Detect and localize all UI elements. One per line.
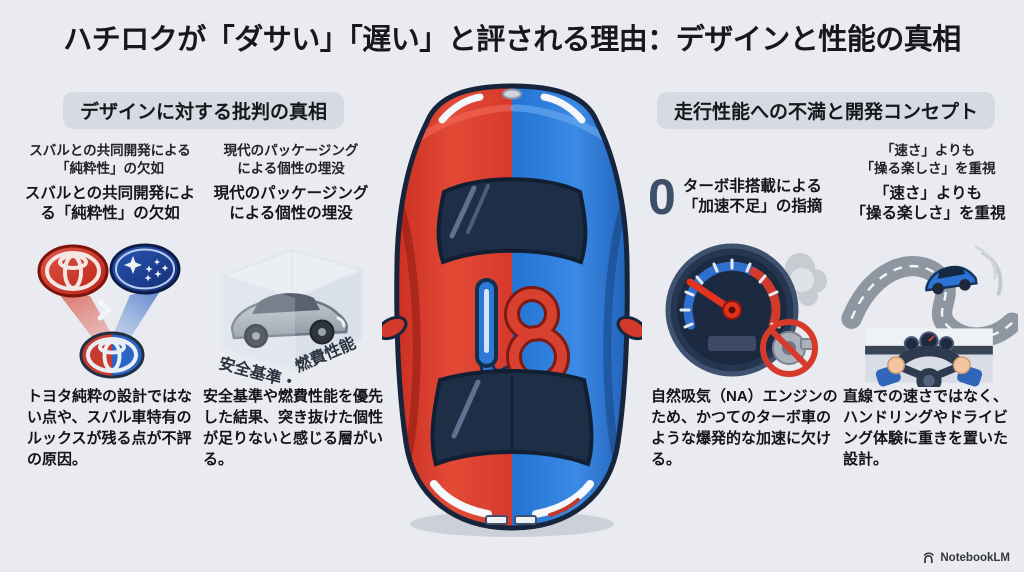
explanation-text: 直線での速さではなく、ハンドリングやドライビング体験に重きを置いた設計。 [843, 388, 1009, 468]
split-color-car-top-view [382, 83, 642, 537]
claim-text-bold: 現代のパッケージング による個性の埋没 [213, 185, 369, 223]
toyota-subaru-merge-icon [37, 243, 181, 379]
claim-text-bold: ターボ非搭載による 「加速不足」の指摘 [682, 177, 823, 215]
speedometer-no-turbo-icon [665, 243, 827, 377]
notebooklm-logo-icon [923, 552, 935, 563]
column-no-turbo: 0 ターボ非搭載による 「加速不足」の指摘 [646, 140, 842, 564]
section-header-performance: 走行性能への不満と開発コンセプト [657, 92, 996, 129]
column-modern-packaging: 現代のパッケージング による個性の埋没 現代のパッケージング による個性の埋没 [198, 140, 384, 564]
claim-text-bold: スバルとの共同開発によ る「純粋性」の欠如 [24, 185, 196, 223]
section-header-design: デザインに対する批判の真相 [63, 92, 345, 129]
no-turbo-badge-icon [760, 319, 818, 377]
explanation-text: 安全基準や燃費性能を優先した結果、突き抜けた個性が足りないと感じる層がいる。 [203, 388, 384, 468]
page-title: ハチロクが「ダサい」「遅い」と評される理由：デザインと性能の真相 [63, 24, 961, 56]
explanation-text: トヨタ純粋の設計ではない点や、スバル車特有のルックスが残る点が不評の原因。 [27, 388, 193, 468]
driver-hands [875, 356, 983, 387]
winding-road-steering-icon [841, 245, 1018, 387]
explosion-cloud-icon [777, 253, 827, 306]
watermark: NotebookLM [922, 551, 1010, 564]
column-subaru-codevelopment: スバルとの共同開発による 「純粋性」の欠如 スバルとの共同開発によ る「純粋性」… [22, 140, 198, 564]
watermark-label: NotebookLM [940, 551, 1010, 564]
explanation-text: 自然吸気（NA）エンジンのため、かつてのターボ車のような爆発的な加速に欠ける。 [651, 388, 838, 468]
zero-numeral: 0 [648, 169, 676, 225]
claim-text-light: 現代のパッケージング による個性の埋没 [223, 143, 359, 176]
claim-text-bold: 「速さ」よりも 「操る楽しさ」を重視 [850, 185, 1006, 223]
claim-text-light: 「速さ」よりも 「操る楽しさ」を重視 [860, 143, 996, 176]
claim-text-light: スバルとの共同開発による 「純粋性」の欠如 [29, 143, 191, 176]
column-fun-to-drive: 「速さ」よりも 「操る楽しさ」を重視 「速さ」よりも 「操る楽しさ」を重視 [838, 140, 1018, 564]
car-in-box-icon: 安全基準・ 燃費性能 [217, 248, 366, 386]
